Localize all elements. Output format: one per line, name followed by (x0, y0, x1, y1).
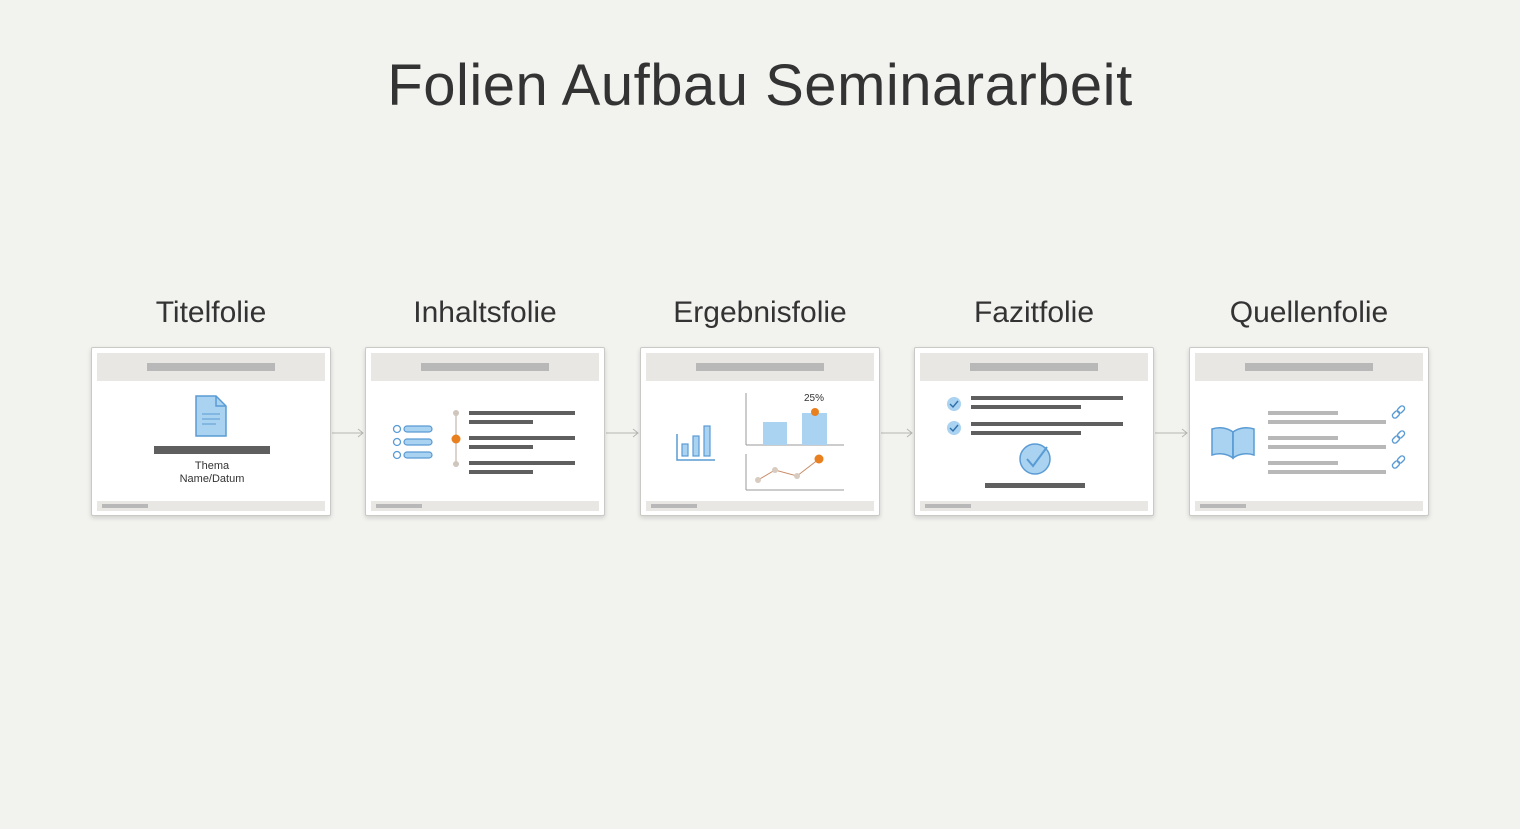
slide-text-thema: Thema (194, 460, 230, 472)
slide-header-bar (147, 363, 275, 371)
slide-footer-band (646, 501, 874, 511)
content-bar (971, 405, 1081, 409)
chart-bar (802, 413, 827, 445)
page-title: Folien Aufbau Seminararbeit (387, 53, 1133, 118)
slide-label-titelfolie: Titelfolie (155, 296, 267, 329)
slide-footer-band (1195, 501, 1423, 511)
link-icon (1391, 430, 1406, 444)
content-bar (469, 411, 575, 415)
link-icon (1391, 405, 1406, 419)
connector-arrow (332, 428, 364, 438)
title-bar (154, 446, 270, 454)
document-icon (195, 395, 227, 437)
slide-footer-bar (102, 504, 148, 508)
slide-card-ergebnisfolie: 25% (640, 347, 880, 516)
slide-label-quellenfolie: Quellenfolie (1229, 296, 1389, 329)
slide-card-fazitfolie (914, 347, 1154, 516)
slide-header-bar (696, 363, 824, 371)
content-bar (971, 431, 1081, 435)
link-icon (1391, 455, 1406, 469)
slide-footer-bar (376, 504, 422, 508)
connector-arrow (881, 428, 913, 438)
conclusion-bar (985, 483, 1085, 488)
slide-label-ergebnisfolie: Ergebnisfolie (673, 296, 847, 329)
slide-footer-band (371, 501, 599, 511)
slide-footer-bar (651, 504, 697, 508)
content-bar (971, 396, 1123, 400)
bar-chart-icon (676, 425, 715, 461)
slide-header-bar (1245, 363, 1373, 371)
connector-arrow (1155, 428, 1188, 438)
content-bar (971, 422, 1123, 426)
source-bar (1268, 420, 1386, 424)
source-bar (1268, 436, 1338, 440)
source-bar (1268, 411, 1338, 415)
timeline-icon (451, 410, 461, 467)
slide-header-bar (970, 363, 1098, 371)
slide-card-quellenfolie (1189, 347, 1429, 516)
book-icon (1211, 427, 1255, 460)
mini-bar-chart (745, 393, 844, 446)
slide-label-fazitfolie: Fazitfolie (973, 296, 1095, 329)
source-bar (1268, 461, 1338, 465)
slide-card-inhaltsfolie (365, 347, 605, 516)
slide-footer-bar (925, 504, 971, 508)
chart-highlight-point (811, 408, 819, 416)
content-bar (469, 436, 575, 440)
list-icon (392, 424, 433, 460)
source-bar (1268, 445, 1386, 449)
chart-annotation-percent: 25% (804, 393, 825, 404)
mini-line-chart (745, 454, 844, 491)
slide-header-bar (421, 363, 549, 371)
chart-bar (763, 422, 787, 445)
check-bullet-icon (947, 421, 961, 435)
content-bar (469, 470, 533, 474)
slide-footer-band (97, 501, 325, 511)
content-bar (469, 461, 575, 465)
connector-arrow (606, 428, 639, 438)
slide-card-titelfolie: Thema Name/Datum (91, 347, 331, 516)
source-bar (1268, 470, 1386, 474)
content-bar (469, 420, 533, 424)
check-bullet-icon (947, 397, 961, 411)
slide-footer-band (920, 501, 1148, 511)
check-circle-icon (1019, 443, 1051, 475)
slide-footer-bar (1200, 504, 1246, 508)
slide-label-inhaltsfolie: Inhaltsfolie (413, 296, 557, 329)
content-bar (469, 445, 533, 449)
slide-text-name-datum: Name/Datum (179, 473, 245, 485)
